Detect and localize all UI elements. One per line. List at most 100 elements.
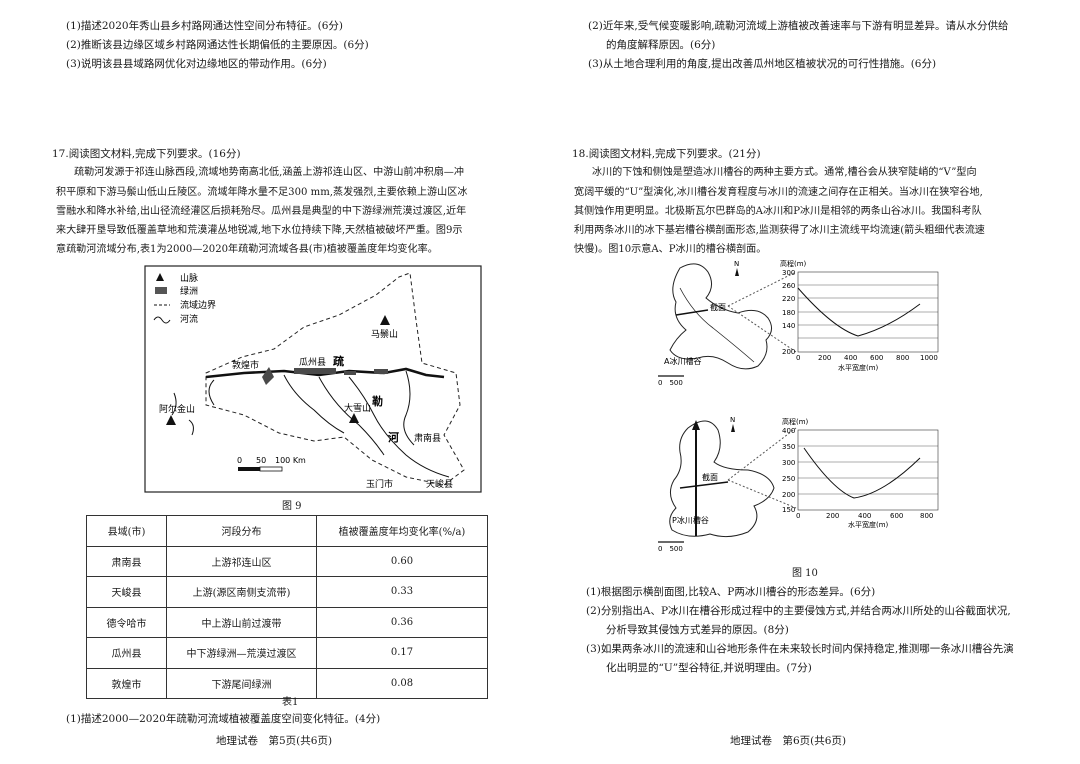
q17-body-line-5: 意疏勒河流域分布,表1为2000—2020年疏勒河流域各县(市)植被覆盖度年均变… [56,244,438,255]
label-daxueshan: 大雪山 [344,402,371,414]
svg-text:260: 260 [782,282,795,290]
table-row: 德令哈市 中上游山前过渡带 0.36 [86,606,488,638]
prev-question-2-line-1: (2)近年来,受气候变暖影响,疏勒河流域上游植被改善速率与下游有明显差异。请从水… [588,20,1009,32]
glacier-a-outline [669,263,772,370]
q18-sub-2-line-2: 分析导致其侵蚀方式差异的原因。(8分) [606,624,789,636]
table-row: 敦煌市 下游尾间绿洲 0.08 [86,667,488,699]
table-cell: 0.08 [316,667,488,699]
q18-sub-3-line-1: (3)如果两条冰川的流速和山谷地形条件在未来较长时间内保持稳定,推测哪一条冰川槽… [586,643,1014,655]
section-line-a [675,309,709,316]
table-cell: 中上游山前过渡带 [166,606,317,638]
svg-text:800: 800 [896,354,909,362]
svg-text:220: 220 [782,295,795,303]
table-cell: 德令哈市 [86,606,167,638]
mountain-daxueshan [349,413,359,423]
svg-text:高程(m): 高程(m) [780,259,807,268]
label-glacier-a: A冰川槽谷 [664,356,701,366]
glacier-a-flow [679,287,755,363]
svg-text:350: 350 [782,443,795,451]
q18-body-line-5: 快慢)。图10示意A、P冰川的槽谷横剖面。 [574,244,767,255]
label-yumen: 玉门市 [366,478,393,490]
oasis-icon [155,287,167,294]
prev-question-3: (3)从土地合理利用的角度,提出改善瓜州地区植被状况的可行性措施。(6分) [588,58,937,70]
table-cell: 0.17 [316,637,488,669]
q17-sub-1: (1)描述2000—2020年疏勒河流域植被覆盖度空间变化特征。(4分) [66,713,381,725]
profile-curve-a [797,287,921,337]
oasis-patches [262,367,388,385]
table-cell: 0.36 [316,606,488,638]
q18-sub-3-line-2: 化出明显的“U”型谷特征,并说明理由。(7分) [606,662,812,674]
north-arrow-p: N [730,416,735,424]
figure-9-caption: 图 9 [282,501,302,512]
table-cell: 上游祁连山区 [166,545,317,577]
table-row: 肃南县 上游祁连山区 0.60 [86,545,488,577]
table-cell: 敦煌市 [86,667,167,699]
basin-boundary [205,272,465,486]
legend-mountain: 山脉 [180,272,198,284]
legend-boundary: 流域边界 [180,299,216,311]
label-le: 勒 [372,394,383,408]
label-aerjinshan: 阿尔金山 [159,403,195,415]
svg-text:400: 400 [858,512,871,520]
q18-body-line-2: 宽阔平缓的“U”型演化,冰川槽谷发育程度与冰川的流速之间存在正相关。当冰川在狭窄… [574,187,983,198]
label-dunhuang: 敦煌市 [232,359,259,371]
svg-text:0: 0 [796,354,800,362]
glacier-a-figure: 截面 A冰川槽谷 N 0 500 高程(m) 300 260 220 180 1… [658,259,939,387]
svg-text:200: 200 [782,491,795,499]
table-header: 河段分布 [166,515,317,547]
profile-curve-p [803,447,921,499]
north-arrow-a: N [734,260,739,268]
q18-sub-2-line-1: (2)分别指出A、P冰川在槽谷形成过程中的主要侵蚀方式,并结合两冰川所处的山谷截… [586,605,1011,617]
svg-text:0: 0 [796,512,800,520]
svg-text:0: 0 [237,456,242,465]
label-glacier-p: P冰川槽谷 [672,515,709,525]
prev-question-3: (3)说明该县县域路网优化对边缘地区的带动作用。(6分) [66,58,327,70]
q17-body-line-1: 疏勒河发源于祁连山脉西段,流域地势南高北低,涵盖上游祁连山区、中游山前冲积扇—冲 [74,167,464,178]
svg-text:水平宽度(m): 水平宽度(m) [848,520,889,529]
label-mazongshan: 马鬃山 [371,328,398,340]
table-cell: 下游尾间绿洲 [166,667,317,699]
svg-text:250: 250 [782,475,795,483]
legend-river: 河流 [180,313,198,325]
svg-text:600: 600 [870,354,883,362]
q17-title: 17.阅读图文材料,完成下列要求。(16分) [52,148,241,160]
table-1-caption: 表1 [282,697,299,708]
tributary [403,370,415,446]
table-cell: 0.60 [316,545,488,577]
label-tianjun: 天峻县 [426,478,453,490]
river-icon [153,316,171,324]
mountain-aerjinshan [166,415,176,425]
tributary [283,374,345,434]
prev-question-2-line-2: 的角度解释原因。(6分) [606,39,716,51]
q18-body-line-4: 利用两条冰川的冰下基岩槽谷横剖面形态,监测获得了冰川主流线平均流速(箭头粗细代表… [574,225,985,236]
q18-body-line-3: 其侧蚀作用更明显。北极斯瓦尔巴群岛的A冰川和P冰川是相邻的两条山谷冰川。我国科考… [574,206,982,217]
label-sunan: 肃南县 [414,432,441,444]
svg-text:300: 300 [782,459,795,467]
svg-text:400: 400 [782,427,795,435]
table-cell: 肃南县 [86,545,167,577]
q18-title: 18.阅读图文材料,完成下列要求。(21分) [572,148,761,160]
mountain-mazongshan [380,315,390,325]
map-scale-bar: 0 50 100 Km [237,456,306,472]
label-guazhou: 瓜州县 [299,357,326,368]
mountain-icon [156,273,164,281]
section-line-p [679,481,729,489]
table-cell: 上游(源区南侧支流带) [166,576,317,608]
north-arrow-icon [731,424,735,432]
tributary [188,419,194,436]
table-cell: 瓜州县 [86,637,167,669]
svg-text:600: 600 [890,512,903,520]
tributary [348,376,450,478]
page-footer-right: 地理试卷 第6页(共6页) [730,735,847,747]
svg-text:200: 200 [818,354,831,362]
table-row: 天峻县 上游(源区南侧支流带) 0.33 [86,576,488,608]
label-he: 河 [388,430,399,444]
svg-text:140: 140 [782,322,795,330]
svg-text:150: 150 [782,506,795,514]
tributary [171,392,177,416]
table-header-row: 县域(市) 河段分布 植被覆盖度年均变化率(%/a) [86,515,488,547]
table-cell: 0.33 [316,576,488,608]
q17-body-line-2: 积平原和下游马鬃山低山丘陵区。流域年降水量不足300 mm,蒸发强烈,主要依赖上… [56,187,468,198]
vegetation-table: 县域(市) 河段分布 植被覆盖度年均变化率(%/a) 肃南县 上游祁连山区 0.… [86,515,488,699]
svg-text:180: 180 [782,309,795,317]
